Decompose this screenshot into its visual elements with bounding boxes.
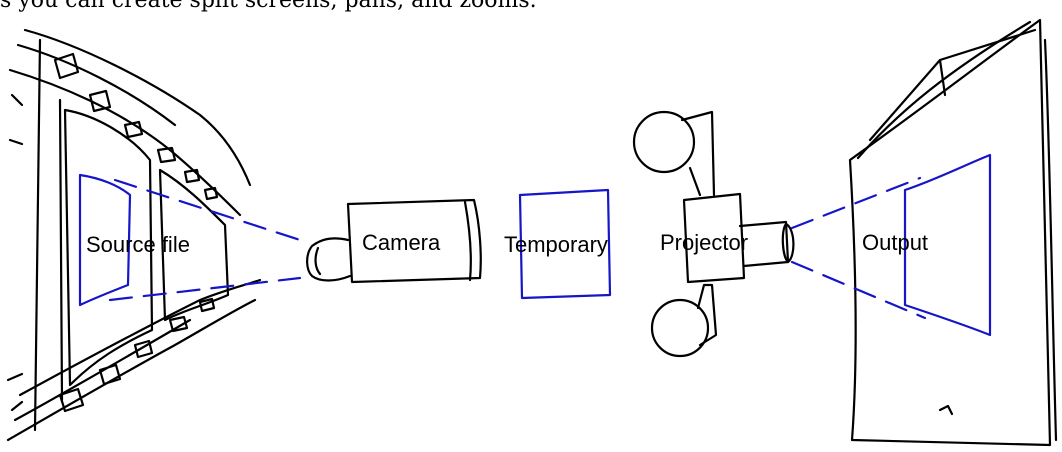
camera-icon xyxy=(306,198,482,284)
caption-text: s you can create split screens, pans, an… xyxy=(0,0,537,13)
label-camera: Camera xyxy=(362,230,441,255)
beam-projector-output-bottom xyxy=(790,260,927,320)
label-source-file: Source file xyxy=(86,232,190,257)
beam-projector-output-top xyxy=(790,176,922,230)
output-frame xyxy=(903,153,992,337)
beam-source-camera-bottom xyxy=(108,276,302,302)
label-projector: Projector xyxy=(660,230,748,255)
label-output: Output xyxy=(862,230,928,255)
film-strip xyxy=(6,28,262,442)
label-temporary: Temporary xyxy=(504,232,608,257)
screen-icon xyxy=(848,18,1058,447)
temporary-frame xyxy=(518,188,612,300)
projector-icon xyxy=(632,110,795,358)
source-frame xyxy=(78,173,132,307)
